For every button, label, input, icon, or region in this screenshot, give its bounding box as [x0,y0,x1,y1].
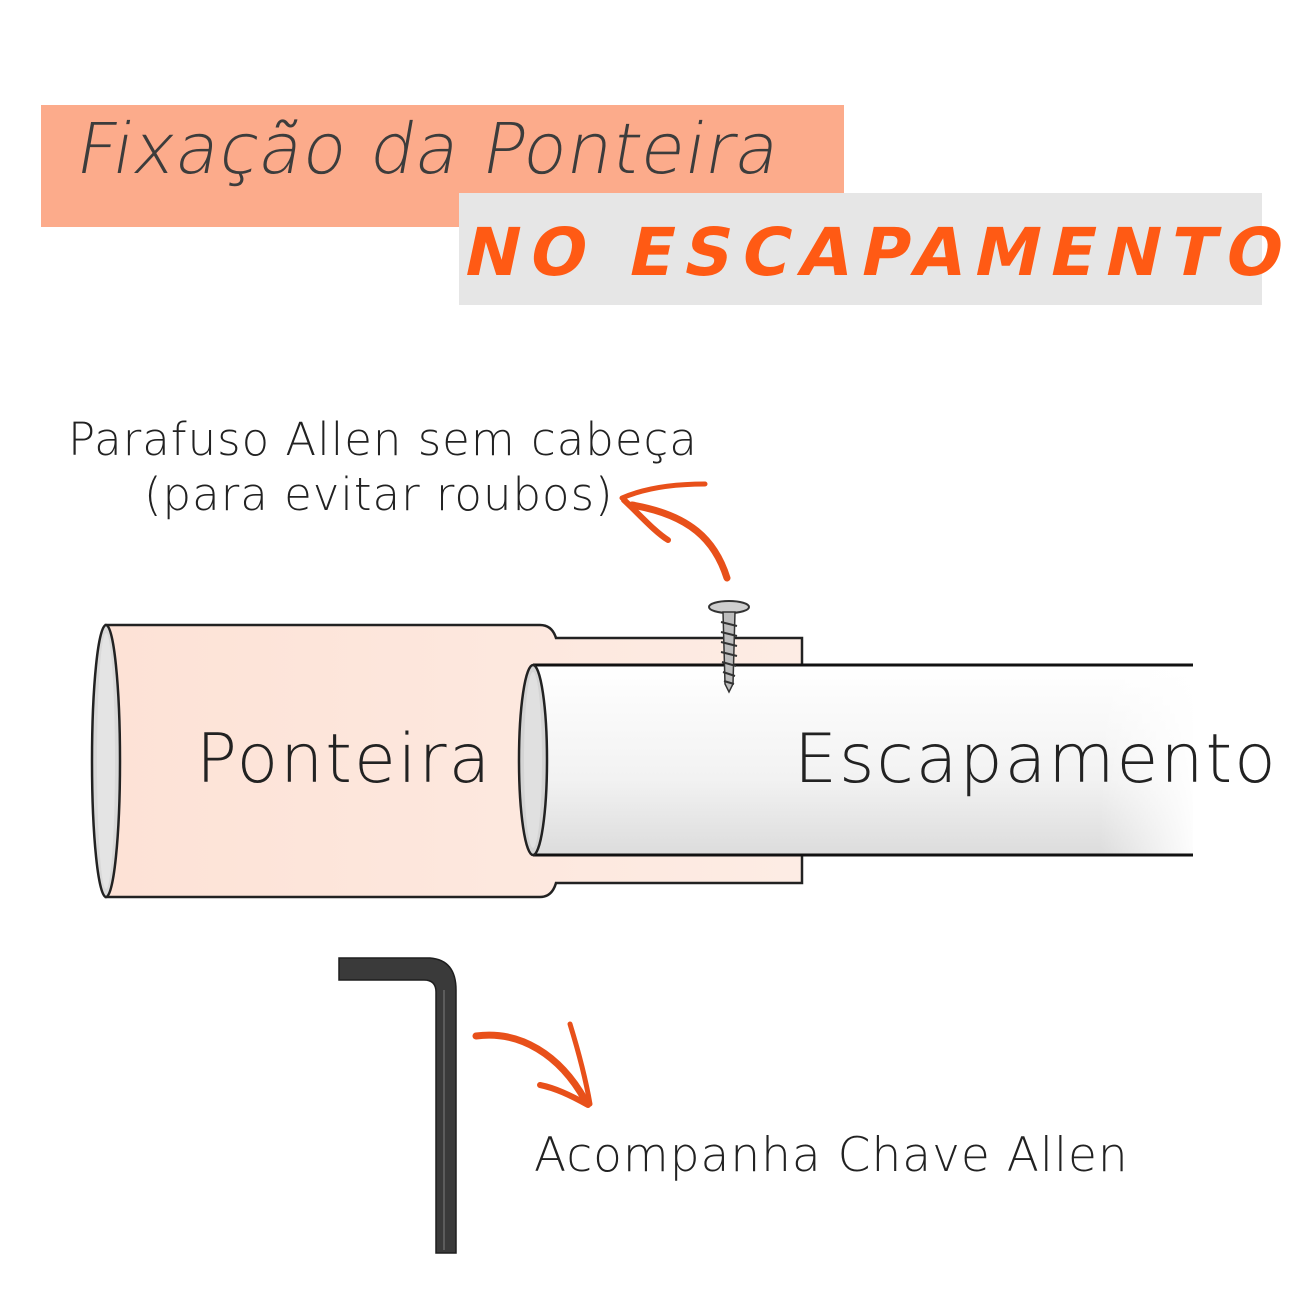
screw-icon [708,600,750,694]
key-label: Acompanha Chave Allen [534,1128,1129,1183]
screw-label-line2: (para evitar roubos) [144,468,614,521]
screw-label-line1: Parafuso Allen sem cabeça [68,413,698,466]
curved-arrow-icon [472,1021,593,1108]
curved-arrow-icon [619,481,731,582]
subtitle-banner [459,193,1262,305]
allen-key-icon [338,957,457,1254]
pipe-label: Escapamento [794,720,1278,799]
pipe-body [517,663,1200,857]
tip-label: Ponteira [196,720,493,799]
